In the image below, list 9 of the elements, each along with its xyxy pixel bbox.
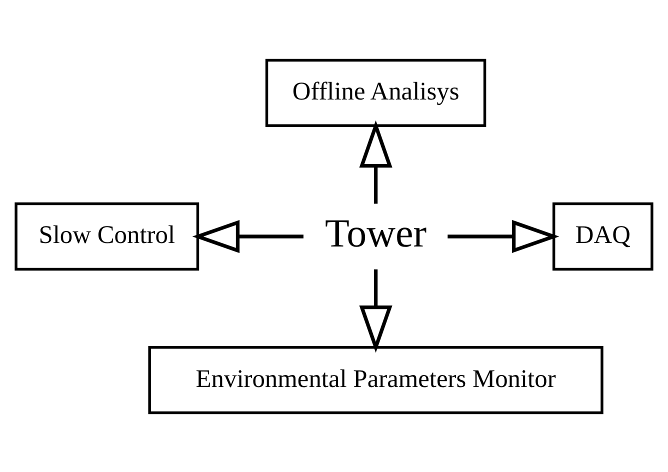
node-box: Environmental Parameters Monitor bbox=[148, 345, 604, 414]
node-box: DAQ bbox=[552, 202, 654, 270]
arrow bbox=[448, 219, 560, 253]
arrow bbox=[359, 268, 392, 352]
node-text: Tower bbox=[325, 210, 427, 256]
node-box: Offline Analisys bbox=[265, 58, 486, 127]
node-box: Slow Control bbox=[14, 202, 200, 270]
arrow bbox=[359, 120, 392, 204]
arrow bbox=[192, 219, 304, 253]
